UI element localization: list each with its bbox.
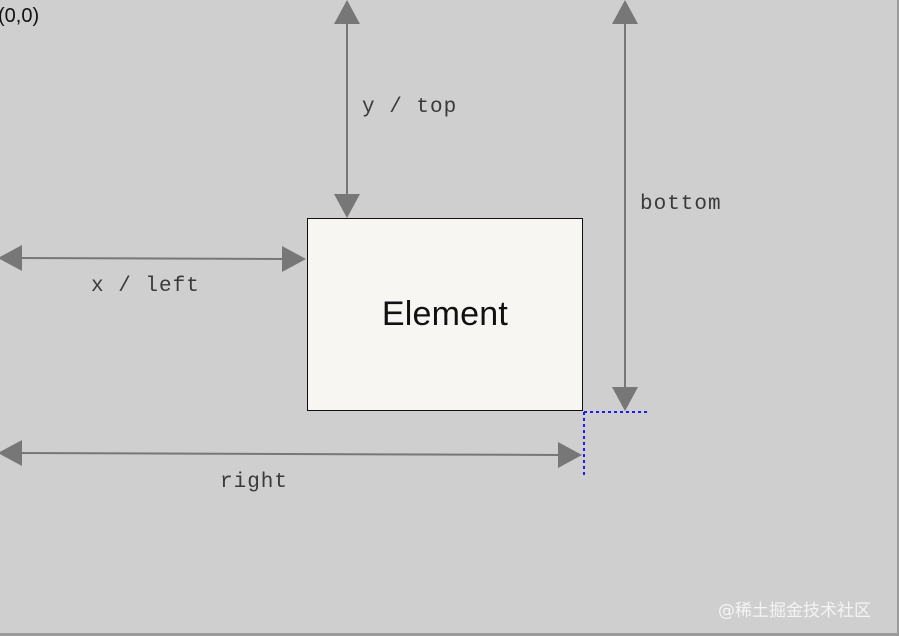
bottom-label: bottom bbox=[640, 193, 722, 216]
x-left-arrow bbox=[0, 245, 306, 272]
origin-label: (0,0) bbox=[0, 5, 40, 27]
x-left-label: x / left bbox=[91, 275, 200, 298]
frame-border-bottom bbox=[0, 633, 899, 636]
frame-border-right bbox=[897, 0, 899, 636]
y-top-label: y / top bbox=[362, 96, 458, 119]
element-box: Element bbox=[307, 218, 583, 411]
watermark: @稀土掘金技术社区 bbox=[718, 601, 871, 621]
element-label: Element bbox=[381, 295, 509, 333]
corner-guides bbox=[583, 411, 648, 476]
y-top-arrow bbox=[334, 0, 360, 218]
right-label: right bbox=[220, 471, 289, 494]
bottom-arrow bbox=[612, 0, 638, 411]
right-arrow bbox=[0, 440, 582, 468]
